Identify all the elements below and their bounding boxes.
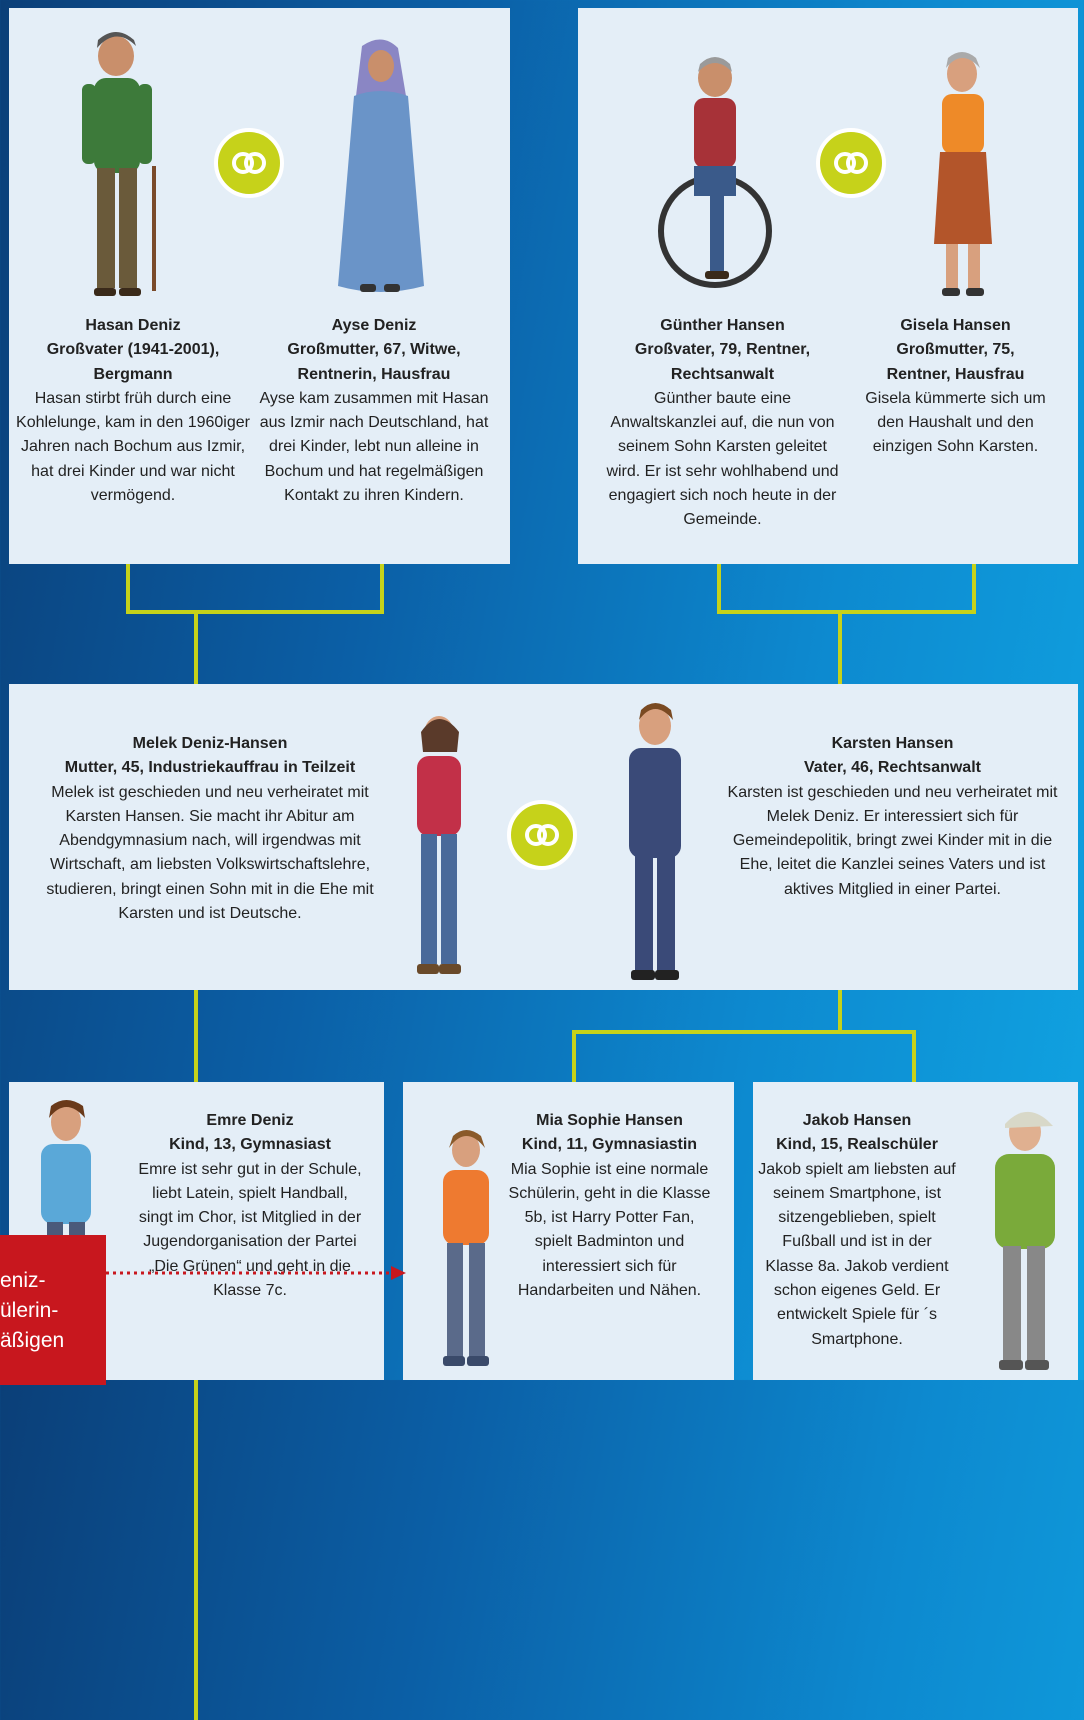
person-name: Karsten Hansen: [831, 735, 954, 752]
person-role: Großmutter, 75, Rentner, Hausfrau: [886, 341, 1025, 383]
person-description: Mia Sophie ist eine normale Schülerin, g…: [508, 1160, 711, 1300]
person-role: Mutter, 45, Industriekauffrau in Teilzei…: [64, 759, 356, 777]
connector-line: [717, 562, 721, 614]
person-description: Gisela kümmerte sich um den Haushalt und…: [865, 389, 1046, 456]
dotted-arrow-icon: [106, 1266, 406, 1280]
connector-line: [572, 1032, 576, 1082]
ayse-figure: [338, 39, 424, 292]
person-melek: Melek Deniz-Hansen Mutter, 45, Industrie…: [35, 732, 385, 926]
grandparents-deniz-card: Hasan Deniz Großvater (1941-2001), Bergm…: [9, 8, 510, 564]
person-role: Vater, 46, Rechtsanwalt: [804, 759, 981, 777]
person-name: Gisela Hansen: [900, 317, 1011, 334]
person-gisela: Gisela Hansen Großmutter, 75, Rentner, H…: [863, 314, 1048, 460]
person-role: Kind, 15, Realschüler: [776, 1136, 938, 1154]
jakob-figure: [995, 1111, 1055, 1370]
connector-line: [912, 1032, 916, 1082]
person-description: Karsten ist geschieden und neu verheirat…: [727, 783, 1058, 898]
person-description: Melek ist geschieden und neu verheiratet…: [46, 783, 374, 923]
gisela-figure: [934, 52, 992, 296]
person-name: Mia Sophie Hansen: [536, 1112, 683, 1129]
person-description: Ayse kam zusammen mit Hasan aus Izmir na…: [259, 389, 489, 505]
grandparents-hansen-card: Günther Hansen Großvater, 79, Rentner, R…: [578, 8, 1078, 564]
person-guenther: Günther Hansen Großvater, 79, Rentner, R…: [600, 314, 845, 533]
person-karsten: Karsten Hansen Vater, 46, Rechtsanwalt K…: [715, 732, 1070, 902]
person-role: Kind, 11, Gymnasiastin: [521, 1136, 698, 1154]
hasan-figure: [82, 32, 156, 296]
guenther-figure: [658, 57, 772, 288]
red-note-box: eniz- ülerin- äßigen: [0, 1235, 106, 1385]
wedding-rings-icon: [507, 800, 577, 870]
person-name: Jakob Hansen: [802, 1112, 912, 1129]
person-role: Großvater (1941-2001), Bergmann: [46, 341, 220, 383]
person-name: Melek Deniz-Hansen: [132, 735, 288, 752]
person-role: Kind, 13, Gymnasiast: [169, 1136, 331, 1154]
connector-line: [126, 562, 130, 614]
parents-card: Melek Deniz-Hansen Mutter, 45, Industrie…: [9, 684, 1078, 990]
child-jakob-card: Jakob Hansen Kind, 15, Realschüler Jakob…: [753, 1082, 1078, 1380]
person-mia: Mia Sophie Hansen Kind, 11, Gymnasiastin…: [507, 1109, 712, 1303]
person-description: Günther baute eine Anwaltskanzlei auf, d…: [606, 389, 839, 529]
person-ayse: Ayse Deniz Großmutter, 67, Witwe, Rentne…: [254, 314, 494, 508]
note-line-2: ülerin-: [0, 1299, 59, 1322]
wedding-rings-icon: [214, 128, 284, 198]
connector-line: [126, 610, 384, 614]
person-hasan: Hasan Deniz Großvater (1941-2001), Bergm…: [11, 314, 255, 508]
person-role: Großmutter, 67, Witwe, Rentnerin, Hausfr…: [287, 341, 461, 383]
karsten-figure: [629, 703, 681, 980]
connector-line: [838, 990, 842, 1032]
connector-line: [972, 562, 976, 614]
person-emre: Emre Deniz Kind, 13, Gymnasiast Emre ist…: [134, 1109, 366, 1303]
person-name: Ayse Deniz: [331, 317, 417, 334]
mia-figure: [443, 1130, 489, 1366]
note-line-3: äßigen: [0, 1329, 65, 1352]
person-jakob: Jakob Hansen Kind, 15, Realschüler Jakob…: [757, 1109, 957, 1352]
person-name: Emre Deniz: [206, 1112, 294, 1129]
person-name: Günther Hansen: [660, 317, 785, 334]
melek-figure: [417, 716, 461, 974]
child-mia-card: Mia Sophie Hansen Kind, 11, Gymnasiastin…: [403, 1082, 734, 1380]
connector-line: [717, 610, 976, 614]
connector-line: [194, 612, 198, 686]
wedding-rings-icon: [816, 128, 886, 198]
connector-line: [380, 562, 384, 614]
person-name: Hasan Deniz: [85, 317, 181, 334]
person-description: Hasan stirbt früh durch eine Kohlelunge,…: [16, 389, 250, 505]
connector-line: [838, 612, 842, 686]
connector-line: [572, 1030, 916, 1034]
person-role: Großvater, 79, Rentner, Rechtsanwalt: [634, 341, 811, 383]
person-description: Emre ist sehr gut in der Schule, liebt L…: [138, 1160, 362, 1300]
note-line-1: eniz-: [0, 1269, 46, 1292]
person-description: Jakob spielt am liebsten auf seinem Smar…: [758, 1160, 956, 1348]
